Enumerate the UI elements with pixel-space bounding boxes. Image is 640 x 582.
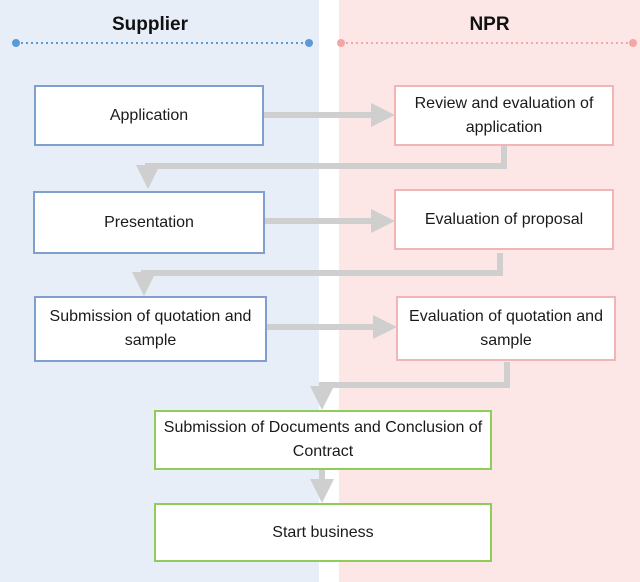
supplier-divider-dot-left <box>12 39 20 47</box>
step-submission-quotation: Submission of quotation and sample <box>34 296 267 362</box>
arrow-evaluation-to-submission <box>132 253 503 296</box>
npr-lane-title: NPR <box>469 14 510 35</box>
arrow-quotation-eval-to-documents <box>310 362 510 410</box>
step-start-business-label: Start business <box>272 523 374 541</box>
arrow-review-to-presentation <box>136 146 507 189</box>
step-submission-documents: Submission of Documents and Conclusion o… <box>154 410 492 470</box>
step-review-evaluation: Review and evaluation of application <box>394 85 614 146</box>
step-evaluation-quotation-label: Evaluation of quotation and sample <box>409 307 603 349</box>
step-submission-documents-label: Submission of Documents and Conclusion o… <box>163 419 483 460</box>
step-evaluation-quotation: Evaluation of quotation and sample <box>396 296 616 361</box>
step-application-label: Application <box>109 106 189 124</box>
step-start-business: Start business <box>154 503 492 562</box>
step-evaluation-proposal-label: Evaluation of proposal <box>424 210 584 228</box>
step-submission-quotation-label: Submission of quotation and sample <box>49 308 252 349</box>
step-presentation: Presentation <box>33 191 265 254</box>
supplier-lane-title: Supplier <box>111 14 188 35</box>
supplier-divider-dot-right <box>305 39 313 47</box>
npr-divider-dot-left <box>337 39 345 47</box>
step-evaluation-proposal: Evaluation of proposal <box>394 189 614 250</box>
step-review-evaluation-label: Review and evaluation of application <box>414 94 594 136</box>
step-application: Application <box>34 85 264 146</box>
step-presentation-label: Presentation <box>104 213 194 231</box>
npr-divider-dot-right <box>629 39 637 47</box>
